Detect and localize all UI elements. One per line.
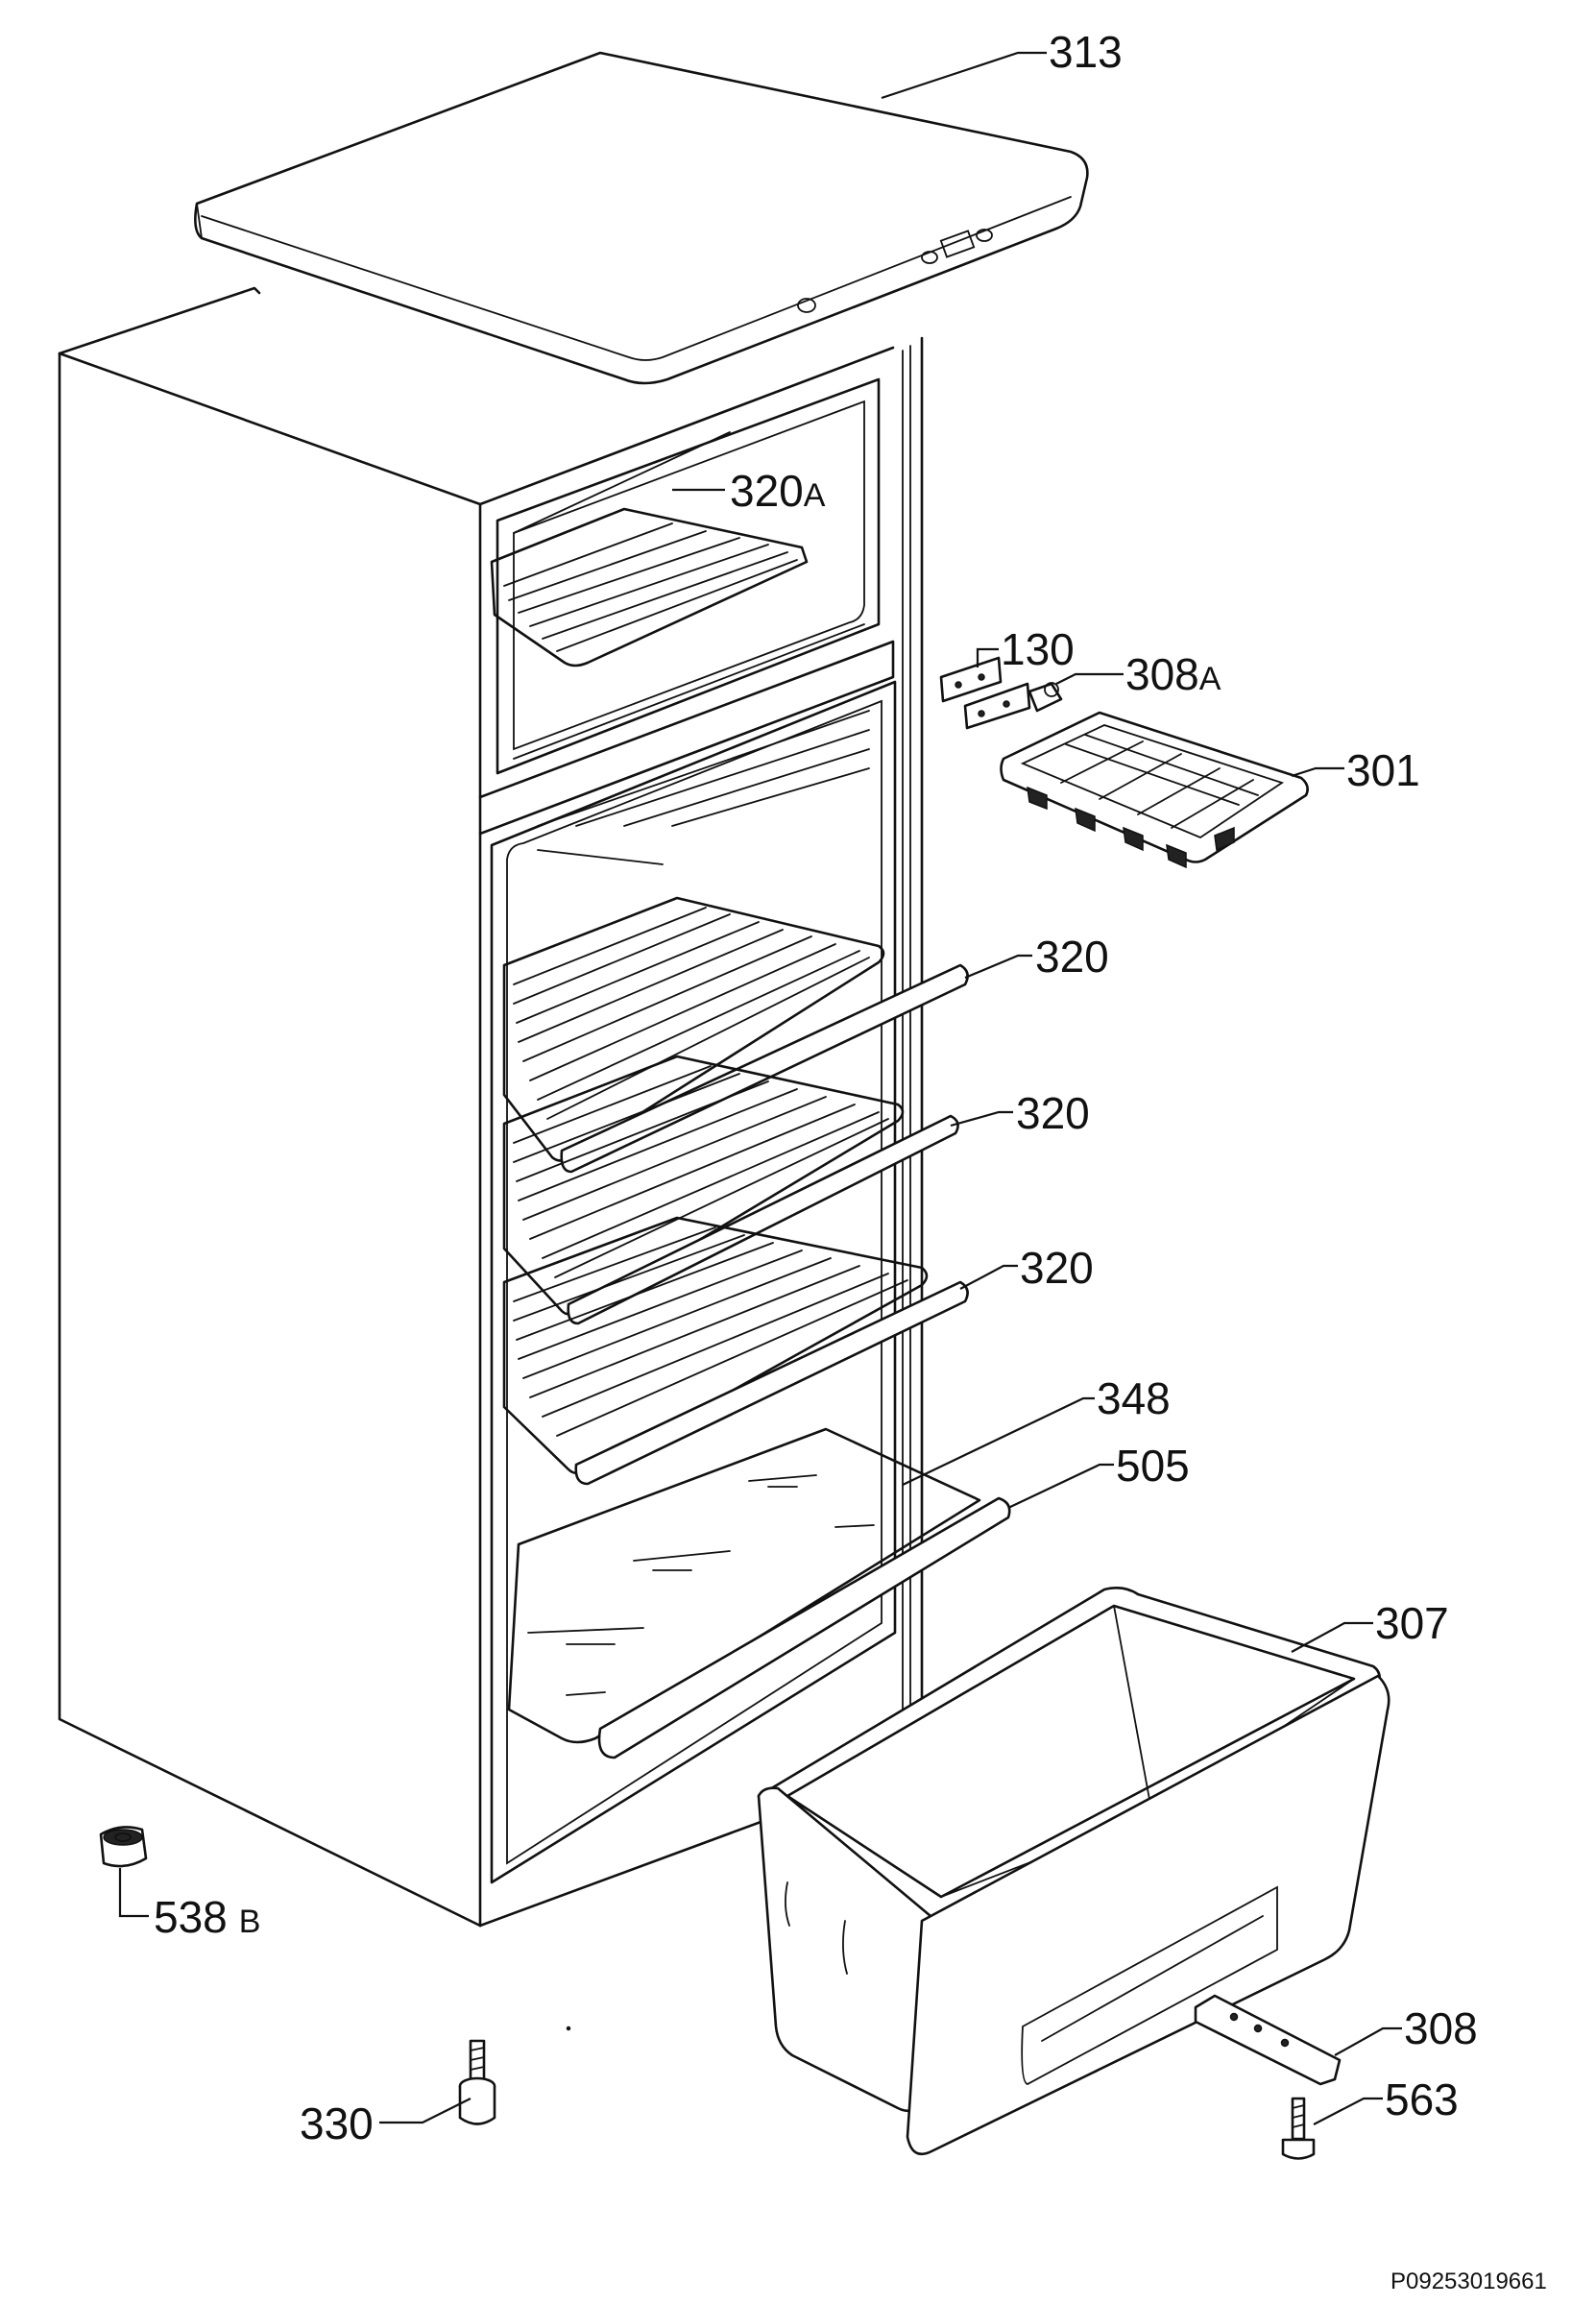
leader-lines	[118, 51, 1402, 2125]
document-id: P09253019661	[1390, 2269, 1547, 2294]
part-label-320-2: 320	[1016, 1088, 1090, 1138]
part-label-320-1: 320	[1035, 932, 1109, 982]
part-label-563: 563	[1385, 2074, 1459, 2124]
part-label-308a: 308A	[1125, 649, 1221, 699]
part-label-320-3: 320	[1020, 1243, 1094, 1293]
ice-cube-tray	[1000, 711, 1309, 869]
top-cover	[194, 51, 1089, 385]
leveling-nut	[99, 1826, 148, 1868]
part-label-330: 330	[300, 2099, 374, 2148]
fridge-wire-shelf-1	[502, 896, 969, 1174]
part-label-130: 130	[1001, 624, 1075, 674]
glass-shelf-trim	[597, 1496, 1011, 1759]
freezer-wire-shelf	[490, 507, 809, 667]
part-label-348: 348	[1097, 1373, 1171, 1423]
part-label-505: 505	[1116, 1441, 1190, 1491]
cabinet-body	[58, 286, 924, 1928]
lower-hinge-plate	[1194, 1994, 1342, 2086]
adjustable-foot	[458, 2039, 496, 2125]
hinge-screw	[1281, 2097, 1316, 2160]
part-label-313: 313	[1049, 27, 1123, 77]
fridge-wire-shelf-3	[502, 1216, 969, 1486]
part-labels: 313 320A 130 308A 301 320 320 320 348 50…	[154, 27, 1478, 2148]
part-label-308: 308	[1404, 2003, 1478, 2053]
part-label-301: 301	[1346, 745, 1420, 795]
crisper-drawer	[757, 1587, 1390, 2156]
upper-hinge-bracket	[939, 656, 1063, 730]
fridge-wire-shelf-2	[502, 1055, 959, 1325]
part-label-307: 307	[1375, 1598, 1449, 1648]
part-label-320a: 320A	[730, 466, 826, 516]
